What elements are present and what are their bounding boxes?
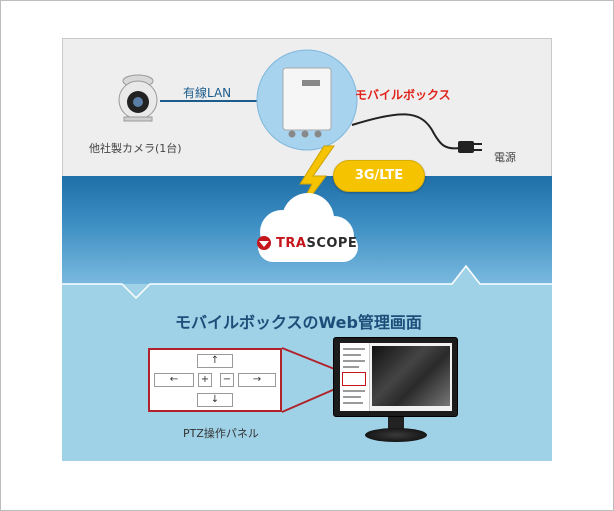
wired-lan-label: 有線LAN <box>183 86 232 100</box>
screen-ptz-highlight <box>342 372 366 386</box>
logo-suffix: SCOPE <box>306 236 358 251</box>
screen-text-line <box>343 396 361 398</box>
ptz-right-button[interactable]: → <box>238 373 276 387</box>
web-admin-title: モバイルボックスのWeb管理画面 <box>175 313 422 332</box>
power-label: 電源 <box>494 151 516 164</box>
camera-label: 他社製カメラ(1台) <box>89 142 182 155</box>
ptz-zoom-out-button[interactable]: − <box>220 373 234 387</box>
logo-prefix: TRA <box>276 236 307 251</box>
screen-text-line <box>343 402 363 404</box>
ptz-down-button[interactable]: ↓ <box>197 393 233 407</box>
screen-text-line <box>343 360 365 362</box>
monitor-neck <box>388 417 404 431</box>
power-cord <box>351 113 461 150</box>
ptz-up-button[interactable]: ↑ <box>197 354 233 368</box>
screen-text-line <box>343 348 365 350</box>
trascope-logo-icon <box>257 236 271 250</box>
screen-text-line <box>343 366 359 368</box>
monitor-screen <box>340 343 452 411</box>
power-plug-icon <box>458 141 482 153</box>
screen-text-line <box>343 354 361 356</box>
mobile-box-label: モバイルボックス <box>355 88 451 102</box>
connector-line-bottom <box>281 385 343 413</box>
ptz-left-button[interactable]: ← <box>154 373 194 387</box>
ptz-panel: ↑ ← + − → ↓ <box>148 348 282 412</box>
camera-icon <box>118 74 158 122</box>
monitor-base <box>365 428 427 442</box>
ptz-zoom-in-button[interactable]: + <box>198 373 212 387</box>
cloud-icon <box>258 193 358 262</box>
trascope-logo: TRASCOPE <box>276 236 357 251</box>
screen-camera-view <box>372 346 450 406</box>
ptz-panel-label: PTZ操作パネル <box>183 427 259 440</box>
network-badge: 3G/LTE <box>333 160 425 192</box>
web-admin-panel <box>62 284 552 461</box>
connector-line-top <box>281 347 343 373</box>
mobile-box-icon <box>256 49 358 151</box>
screen-text-line <box>343 390 365 392</box>
